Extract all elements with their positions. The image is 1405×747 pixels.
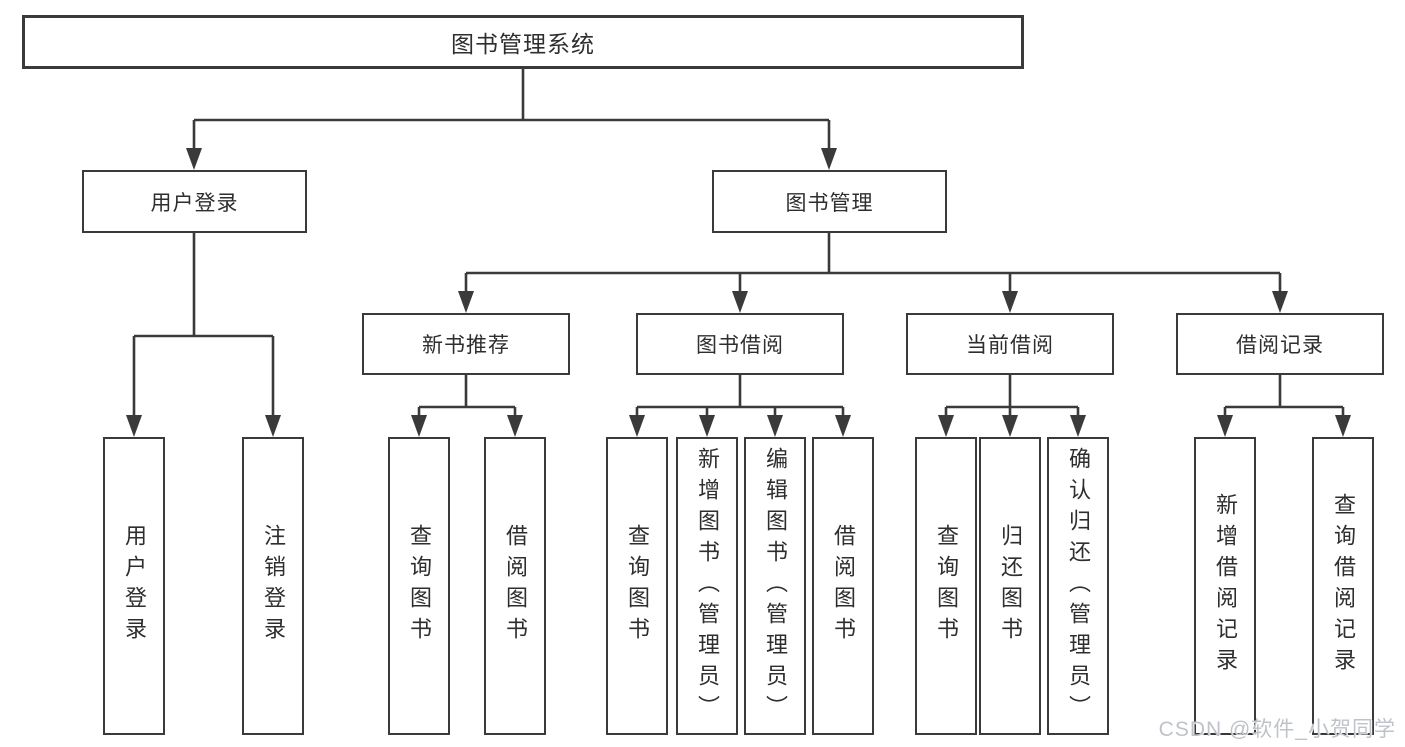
node-label: 查询借阅记录 <box>1331 493 1356 679</box>
node-label: 借阅图书 <box>503 524 528 648</box>
leaf-query-books-recommend: 查询图书 <box>388 437 450 735</box>
node-book-management: 图书管理 <box>712 170 947 233</box>
leaf-add-book-admin: 新增图书（管理员） <box>676 437 738 735</box>
node-label: 确认归还（管理员） <box>1066 446 1091 726</box>
node-label: 用户登录 <box>122 524 147 648</box>
leaf-query-books-borrow: 查询图书 <box>606 437 668 735</box>
node-label: 图书管理 <box>785 191 874 215</box>
node-label: 查询图书 <box>625 524 650 648</box>
node-label: 查询图书 <box>934 524 959 648</box>
leaf-query-books-current: 查询图书 <box>915 437 977 735</box>
leaf-edit-book-admin: 编辑图书（管理员） <box>744 437 806 735</box>
node-label: 查询图书 <box>407 524 432 648</box>
node-user-login: 用户登录 <box>82 170 307 233</box>
node-label: 图书借阅 <box>696 334 784 357</box>
leaf-logout: 注销登录 <box>242 437 304 735</box>
arrowheads <box>126 148 1351 437</box>
node-label: 图书管理系统 <box>451 31 595 57</box>
node-label: 编辑图书（管理员） <box>763 446 788 726</box>
node-label: 借阅记录 <box>1236 334 1324 357</box>
node-label: 借阅图书 <box>831 524 856 648</box>
node-new-book-recommend: 新书推荐 <box>362 313 570 375</box>
node-book-borrow: 图书借阅 <box>636 313 844 375</box>
leaf-query-borrow-record: 查询借阅记录 <box>1312 437 1374 735</box>
node-label: 当前借阅 <box>966 334 1054 357</box>
leaf-add-borrow-record: 新增借阅记录 <box>1194 437 1256 735</box>
leaf-confirm-return-admin: 确认归还（管理员） <box>1047 437 1109 735</box>
node-label: 新增图书（管理员） <box>695 446 720 726</box>
leaf-borrow-books-recommend: 借阅图书 <box>484 437 546 735</box>
node-current-borrow: 当前借阅 <box>906 313 1114 375</box>
node-library-management-system: 图书管理系统 <box>22 15 1024 69</box>
node-label: 新书推荐 <box>422 334 510 357</box>
leaf-return-book: 归还图书 <box>979 437 1041 735</box>
node-label: 归还图书 <box>998 524 1023 648</box>
node-label: 注销登录 <box>261 524 286 648</box>
node-label: 新增借阅记录 <box>1213 493 1238 679</box>
leaf-user-login: 用户登录 <box>103 437 165 735</box>
leaf-borrow-books: 借阅图书 <box>812 437 874 735</box>
node-borrow-records: 借阅记录 <box>1176 313 1384 375</box>
node-label: 用户登录 <box>150 191 239 215</box>
